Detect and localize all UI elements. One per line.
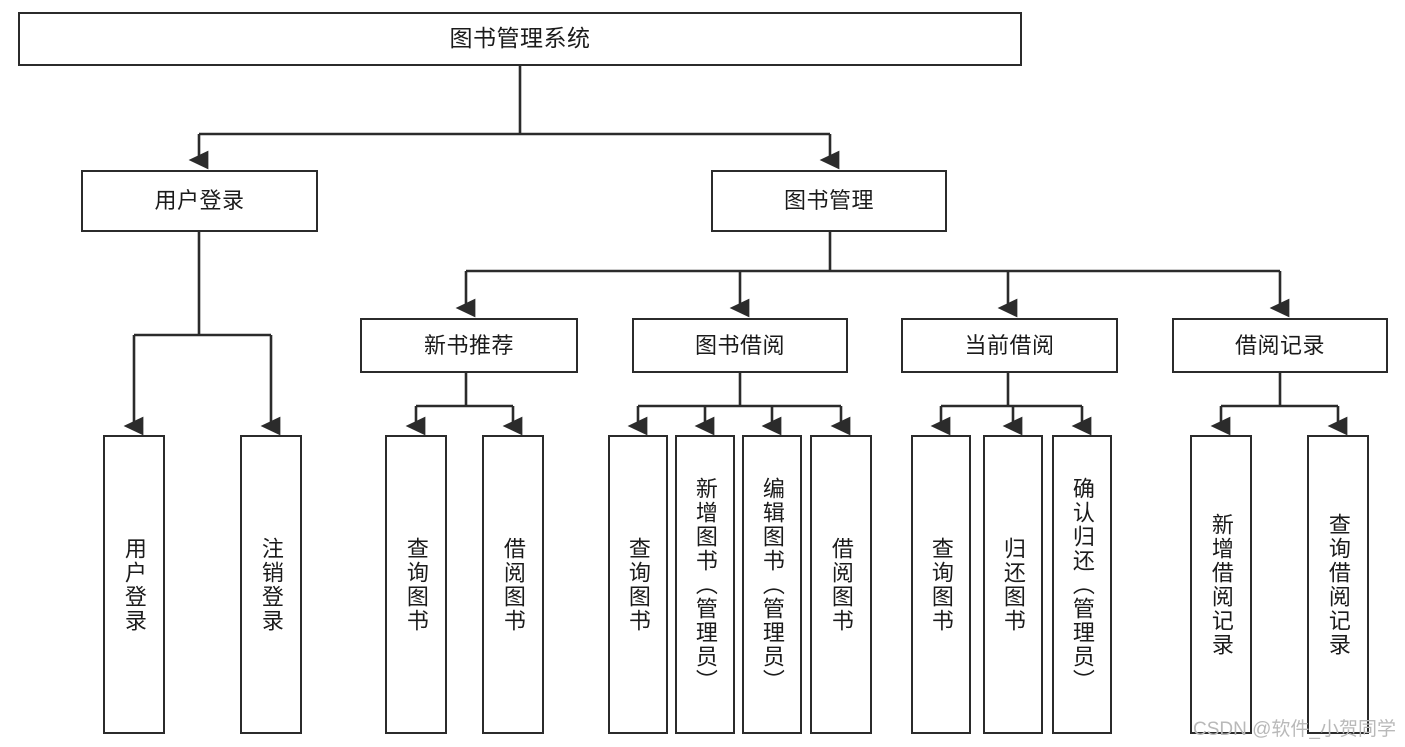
node-leaf-borrow-book-2[interactable]: 借阅图书: [810, 435, 872, 734]
node-leaf-user-login-label: 用户登录: [121, 536, 147, 633]
node-leaf-edit-book[interactable]: 编辑图书（管理员）: [742, 435, 802, 734]
node-leaf-add-record-label: 新增借阅记录: [1208, 512, 1234, 657]
node-leaf-logout-label: 注销登录: [258, 536, 284, 633]
node-leaf-add-book[interactable]: 新增图书（管理员）: [675, 435, 735, 734]
node-leaf-return-book-label: 归还图书: [1000, 536, 1026, 633]
node-root-label: 图书管理系统: [449, 25, 591, 52]
node-borrow-record[interactable]: 借阅记录: [1172, 318, 1388, 373]
edges-book-borrow-to-leaves: [627, 373, 851, 436]
node-current-borrow-label: 当前借阅: [964, 332, 1055, 358]
node-current-borrow[interactable]: 当前借阅: [901, 318, 1118, 373]
node-book-borrow-label: 图书借阅: [694, 332, 785, 358]
node-leaf-edit-book-label: 编辑图书（管理员）: [759, 476, 785, 693]
node-leaf-add-record[interactable]: 新增借阅记录: [1190, 435, 1252, 734]
node-leaf-add-book-label: 新增图书（管理员）: [692, 476, 718, 693]
node-new-book-recommend[interactable]: 新书推荐: [360, 318, 578, 373]
node-leaf-confirm-return-label: 确认归还（管理员）: [1069, 476, 1095, 693]
node-user-login[interactable]: 用户登录: [81, 170, 318, 232]
node-leaf-query-book-3-label: 查询图书: [928, 536, 954, 633]
edges-user-login-to-leaves: [123, 232, 281, 436]
node-new-book-recommend-label: 新书推荐: [423, 332, 514, 358]
node-book-manage[interactable]: 图书管理: [711, 170, 947, 232]
node-leaf-query-book-3[interactable]: 查询图书: [911, 435, 971, 734]
edges-new-book-recommend-to-leaves: [405, 373, 523, 436]
node-leaf-query-book-2[interactable]: 查询图书: [608, 435, 668, 734]
node-book-manage-label: 图书管理: [783, 188, 874, 214]
node-borrow-record-label: 借阅记录: [1234, 332, 1325, 358]
node-leaf-borrow-book-2-label: 借阅图书: [828, 536, 854, 633]
node-leaf-query-record[interactable]: 查询借阅记录: [1307, 435, 1369, 734]
node-leaf-user-login[interactable]: 用户登录: [103, 435, 165, 734]
node-leaf-query-book-1-label: 查询图书: [403, 536, 429, 633]
node-leaf-borrow-book-1[interactable]: 借阅图书: [482, 435, 544, 734]
node-leaf-query-record-label: 查询借阅记录: [1325, 512, 1351, 657]
edges-book-manage-to-level3: [455, 232, 1290, 318]
node-book-borrow[interactable]: 图书借阅: [632, 318, 848, 373]
edges-current-borrow-to-leaves: [930, 373, 1092, 436]
node-user-login-label: 用户登录: [154, 188, 245, 214]
node-leaf-logout[interactable]: 注销登录: [240, 435, 302, 734]
node-leaf-confirm-return[interactable]: 确认归还（管理员）: [1052, 435, 1112, 734]
node-root[interactable]: 图书管理系统: [18, 12, 1022, 66]
edges-root-to-level2: [188, 66, 840, 170]
edges-borrow-record-to-leaves: [1210, 373, 1348, 436]
node-leaf-query-book-2-label: 查询图书: [625, 536, 651, 633]
node-leaf-query-book-1[interactable]: 查询图书: [385, 435, 447, 734]
node-leaf-borrow-book-1-label: 借阅图书: [500, 536, 526, 633]
node-leaf-return-book[interactable]: 归还图书: [983, 435, 1043, 734]
